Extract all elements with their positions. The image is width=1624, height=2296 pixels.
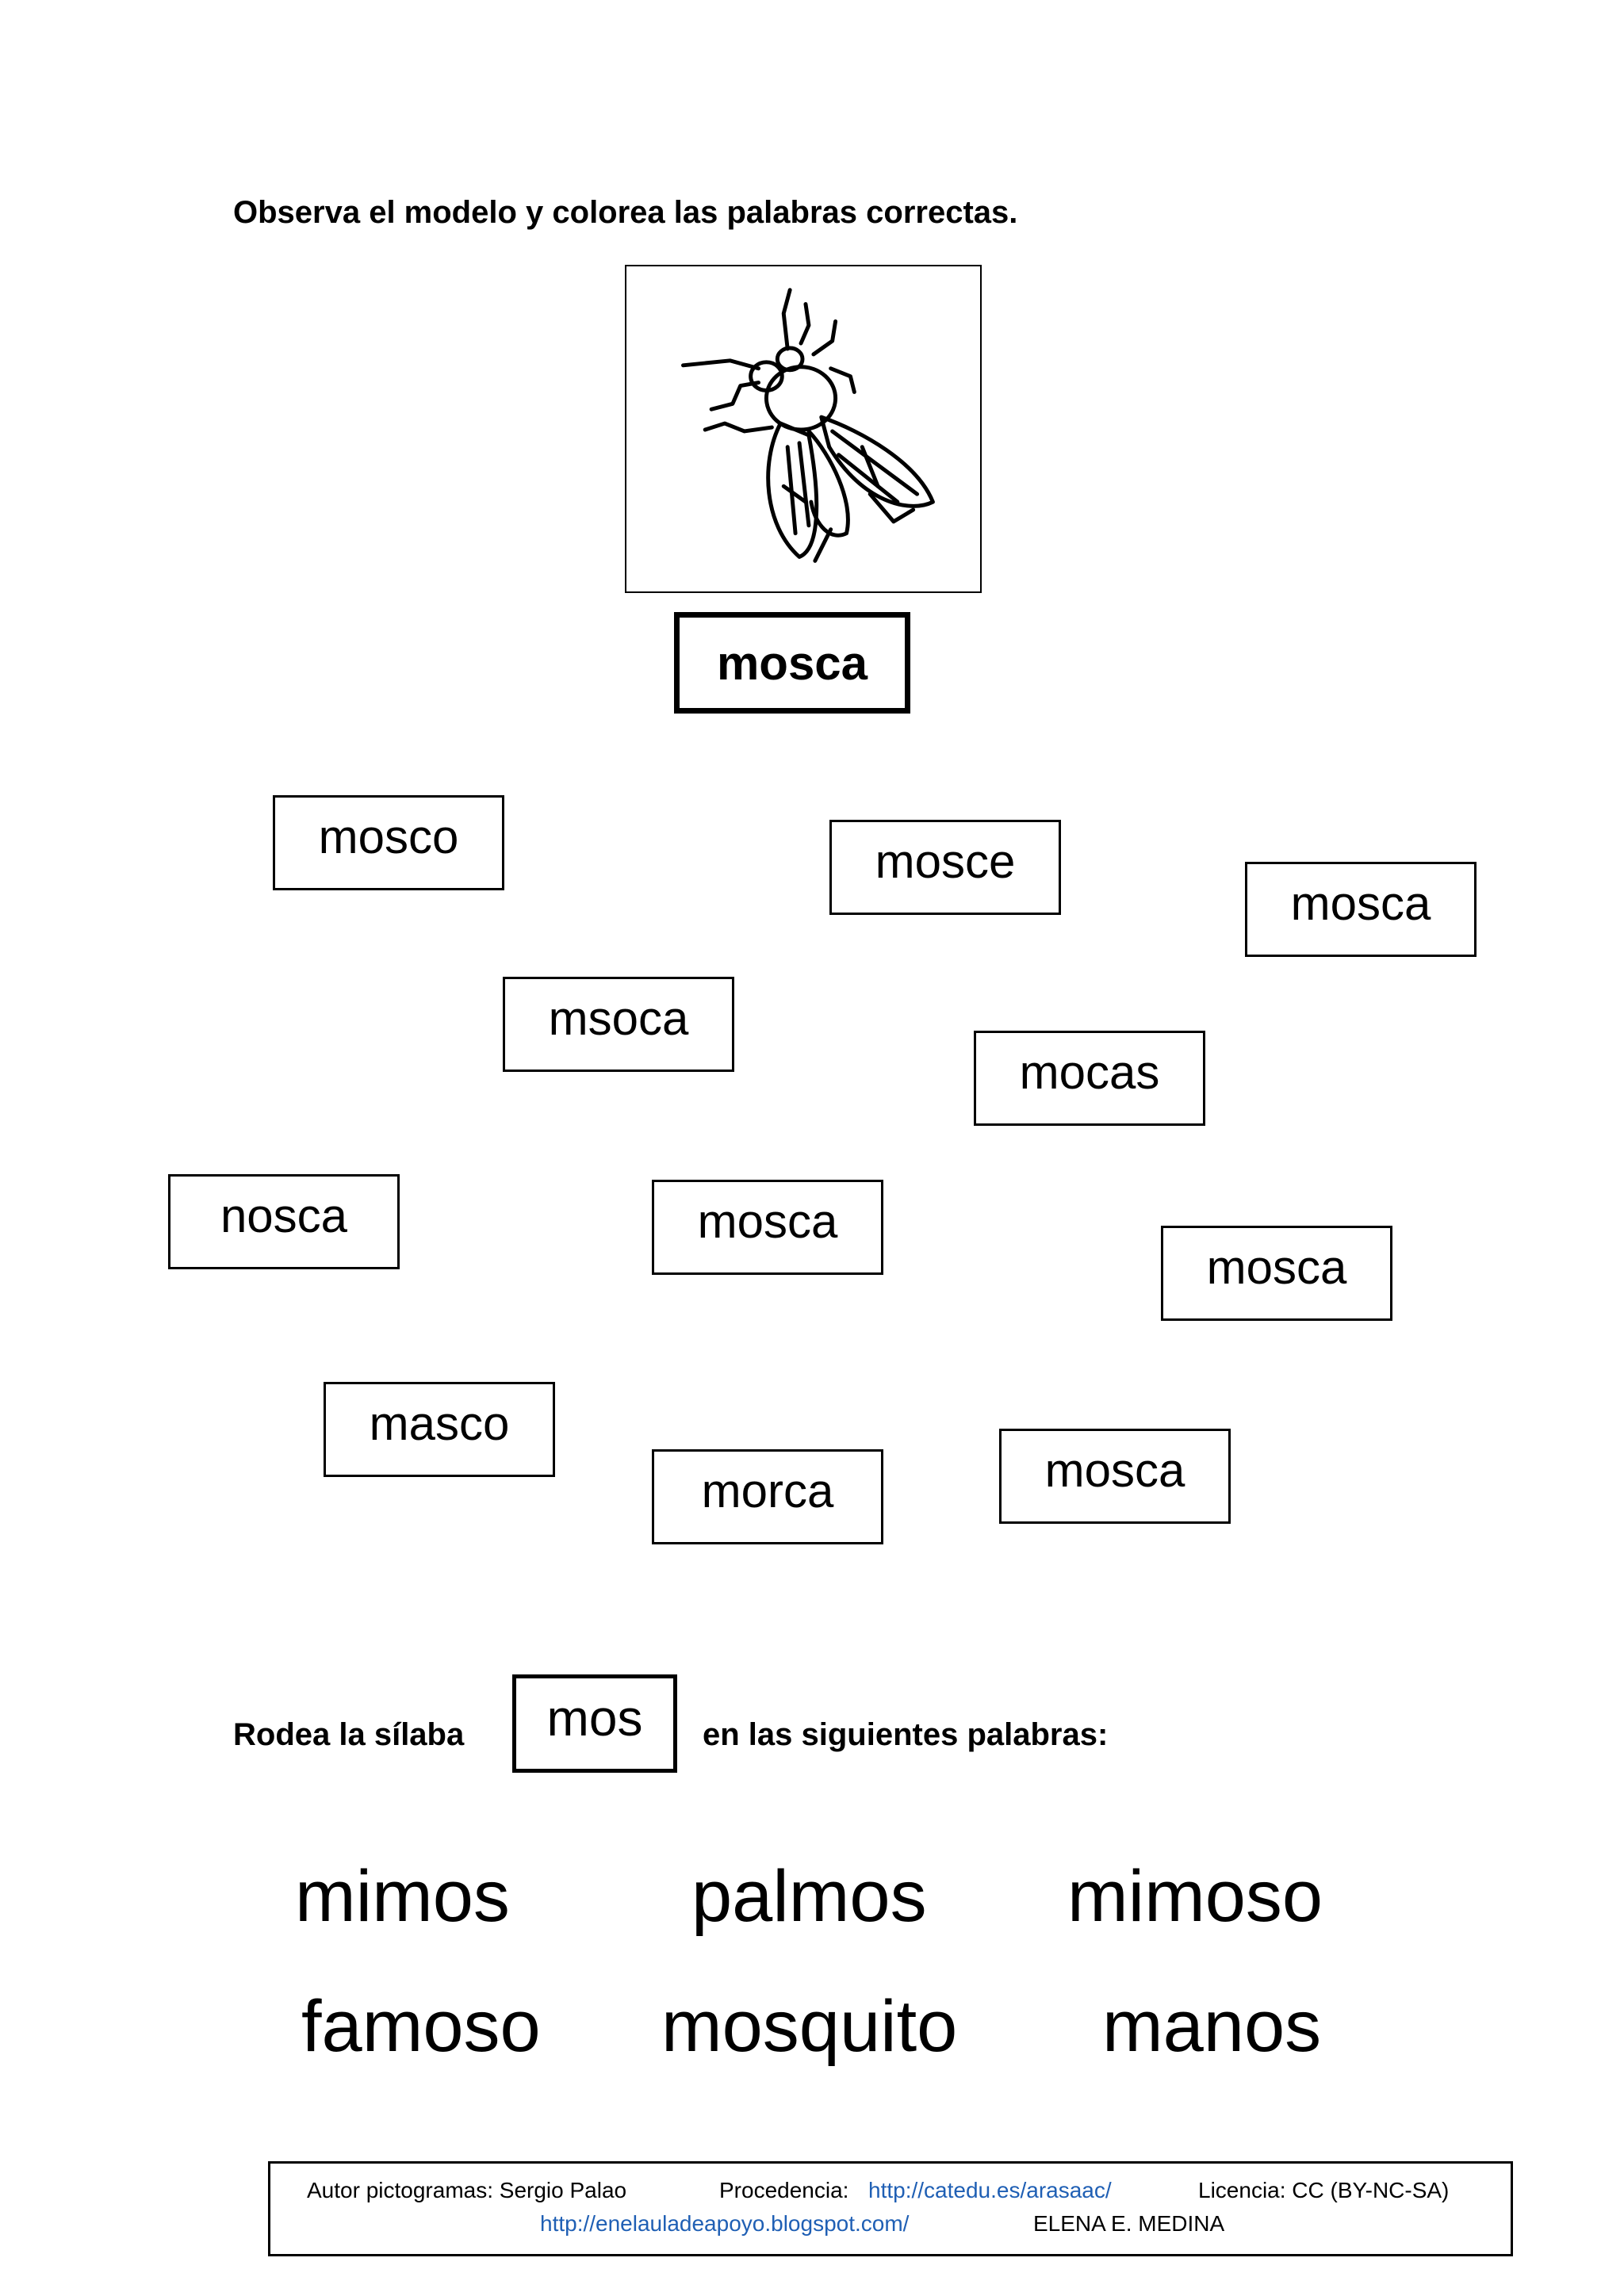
- author-name: ELENA E. MEDINA: [1033, 2211, 1225, 2236]
- word-box[interactable]: mosca: [999, 1429, 1231, 1524]
- syllable-word[interactable]: mosquito: [661, 1986, 958, 2067]
- word-box[interactable]: mosco: [273, 795, 504, 890]
- color-instruction: Observa el modelo y colorea las palabras…: [233, 195, 1018, 230]
- license-text: Licencia: CC (BY-NC-SA): [1198, 2178, 1450, 2202]
- word-box[interactable]: masco: [324, 1382, 555, 1477]
- syllable-word[interactable]: mimoso: [1067, 1856, 1323, 1937]
- word-box[interactable]: morca: [652, 1449, 883, 1544]
- syllable-word[interactable]: palmos: [691, 1856, 927, 1937]
- syllable-word[interactable]: famoso: [301, 1986, 541, 2067]
- fly-icon: [681, 288, 935, 563]
- word-box[interactable]: mosca: [1245, 862, 1477, 957]
- syllable-word[interactable]: manos: [1102, 1986, 1322, 2067]
- source-link[interactable]: http://catedu.es/arasaac/: [868, 2178, 1112, 2202]
- word-box[interactable]: msoca: [503, 977, 734, 1072]
- word-box[interactable]: mosca: [1161, 1226, 1392, 1321]
- credits-footer: Autor pictogramas: Sergio Palao Proceden…: [268, 2161, 1513, 2256]
- word-box[interactable]: mosce: [829, 820, 1061, 915]
- model-word: mosca: [674, 612, 910, 714]
- word-box[interactable]: nosca: [168, 1174, 400, 1269]
- word-box[interactable]: mosca: [652, 1180, 883, 1275]
- source-label: Procedencia:: [719, 2178, 849, 2202]
- syllable-box: mos: [512, 1674, 677, 1773]
- circle-instruction-end: en las siguientes palabras:: [703, 1717, 1109, 1752]
- syllable-word[interactable]: mimos: [295, 1856, 510, 1937]
- fly-pictogram: [625, 265, 982, 593]
- word-box[interactable]: mocas: [974, 1031, 1205, 1126]
- blog-link[interactable]: http://enelauladeapoyo.blogspot.com/: [540, 2211, 910, 2236]
- author-credit: Autor pictogramas: Sergio Palao: [307, 2178, 627, 2202]
- circle-instruction-start: Rodea la sílaba: [233, 1717, 465, 1752]
